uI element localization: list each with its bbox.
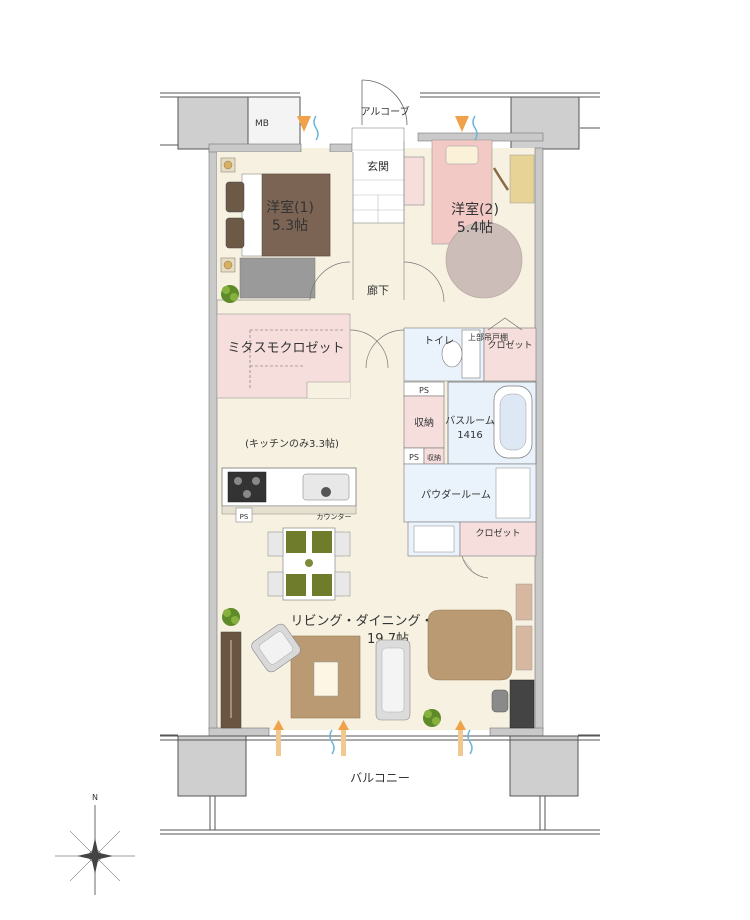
mb-label: MB [255, 119, 269, 129]
storage-label: 収納 [414, 416, 434, 429]
bedroom1-name: 洋室(1) [266, 199, 314, 216]
compass-north: N [92, 793, 98, 802]
compass-icon: N [55, 793, 135, 895]
walkin-closet-label: ミタスモクロゼット [227, 341, 344, 356]
kitchen: (キッチンのみ3.3帖) PS カウンター [221, 437, 357, 523]
armchair [251, 623, 301, 673]
ps-label-3: PS [240, 513, 249, 521]
hallway-label: 廊下 [367, 283, 389, 297]
wind-arrow-icon [297, 115, 319, 141]
powder-room-label: パウダールーム [421, 488, 491, 501]
coffee-table [313, 661, 339, 697]
utility-area: PS 収納 PS 収納 バスルーム 1416 パウダールーム クロゼット [403, 381, 537, 579]
desk-bottom [509, 679, 535, 729]
storage-small-label: 収納 [427, 453, 441, 462]
plant-icon [222, 608, 240, 626]
closet-powder-label: クロゼット [475, 527, 520, 539]
ps-label: PS [419, 386, 429, 395]
entrance-label: 玄関 [367, 159, 389, 173]
wind-arrow-icon [273, 720, 284, 756]
balcony-label: バルコニー [350, 771, 410, 785]
bedroom1-size: 5.3帖 [272, 218, 308, 234]
kitchen-note: (キッチンのみ3.3帖) [245, 437, 339, 450]
bedroom-1: 洋室(1) 5.3帖 [217, 152, 354, 303]
wind-arrow-icon [455, 720, 473, 756]
ventilation-arrows [273, 115, 478, 756]
rug-round [445, 221, 523, 299]
bedroom2-size: 5.4帖 [457, 220, 493, 236]
living-area: リビング・ダイニング・キッチン 19.7帖 [220, 559, 535, 729]
toilet-icon [441, 340, 463, 368]
plant-icon [423, 709, 441, 727]
wind-arrow-icon [329, 720, 349, 756]
wind-arrow-icon [455, 115, 478, 141]
bathroom-label: バスルーム [445, 415, 495, 427]
walkin-closet: ミタスモクロゼット [216, 313, 389, 399]
upper-storage-label: 上部吊戸棚 [468, 332, 508, 342]
rug-gray [239, 257, 316, 299]
plant-icon [221, 285, 239, 303]
entrance-area [351, 79, 425, 224]
bedroom-2: 洋室(2) 5.4帖 [403, 139, 535, 303]
toilet-room: クロゼット トイレ 上部吊戸棚 [365, 317, 537, 382]
toilet-label: トイレ [424, 336, 454, 347]
bedroom2-name: 洋室(2) [451, 201, 499, 218]
desk [509, 154, 535, 204]
alcove-label: アルコーブ [360, 105, 409, 118]
closet-toilet-label: クロゼット [487, 339, 532, 351]
shoe-box [403, 156, 425, 206]
bathroom-size: 1416 [457, 430, 482, 441]
rug-right [427, 609, 513, 681]
dining-set [267, 527, 351, 601]
ps-label-2: PS [409, 453, 419, 462]
counter-label: カウンター [317, 512, 352, 521]
